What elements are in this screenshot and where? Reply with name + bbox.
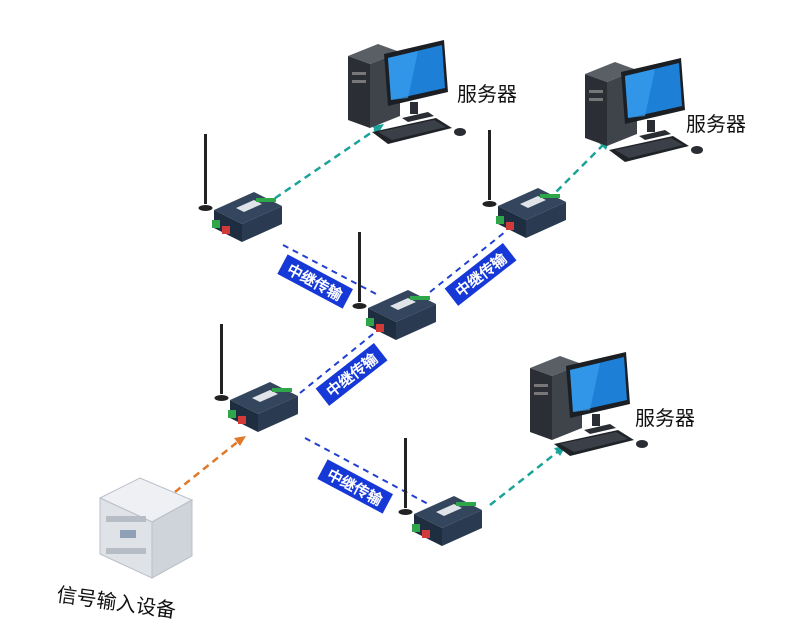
server-computer-3	[530, 352, 648, 456]
gateway-2	[482, 130, 566, 238]
gateway-1	[198, 134, 282, 242]
server-link-1	[264, 126, 379, 207]
relay-link-2	[429, 231, 506, 293]
relay-badge-2: 中继传输	[444, 242, 517, 306]
server-links	[264, 126, 606, 506]
relay-link-3	[299, 329, 379, 394]
relay-badge-3: 中继传输	[315, 342, 388, 406]
input-device-plc	[99, 477, 193, 579]
input-device-label: 信号输入设备	[55, 583, 177, 622]
gateway-4	[214, 324, 298, 432]
server-label-1: 服务器	[457, 83, 517, 106]
server-link-3	[489, 449, 561, 506]
server-link-2	[547, 142, 606, 201]
gateway-5	[398, 438, 482, 546]
server-label-2: 服务器	[686, 113, 746, 136]
relay-link-1	[282, 244, 379, 296]
relay-badge-4: 中继传输	[317, 459, 393, 514]
relay-links	[282, 231, 506, 506]
input-arrowhead	[234, 436, 246, 446]
relay-badge-2-text: 中继传输	[452, 249, 511, 301]
relay-link-4	[304, 437, 431, 506]
gateway-3	[352, 232, 436, 340]
arrowhead-1	[372, 124, 384, 134]
server-computer-1	[348, 40, 466, 144]
server-label-3: 服务器	[635, 407, 695, 430]
relay-badge-3-text: 中继传输	[323, 349, 382, 401]
input-link	[174, 436, 246, 493]
